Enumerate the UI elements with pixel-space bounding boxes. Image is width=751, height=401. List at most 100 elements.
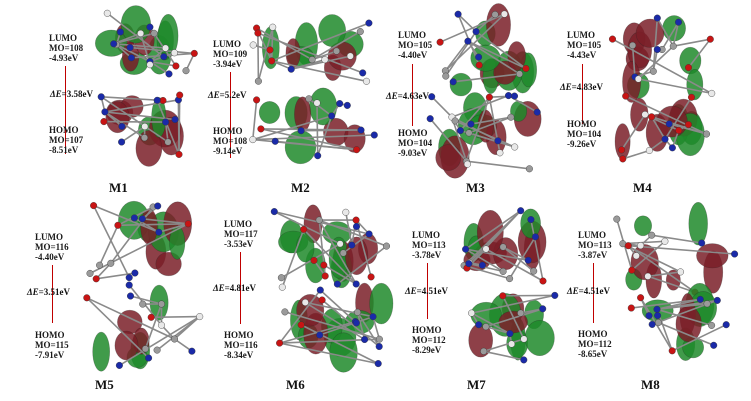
atom xyxy=(333,47,341,55)
atom xyxy=(154,202,162,210)
bond xyxy=(356,312,366,340)
orbital-lobe xyxy=(435,144,462,171)
orbital-lobe xyxy=(318,14,347,48)
atom xyxy=(482,245,490,253)
atom xyxy=(627,304,635,312)
bond xyxy=(520,308,543,314)
atom xyxy=(517,309,525,317)
atom xyxy=(496,149,504,157)
bond xyxy=(475,30,527,70)
atom xyxy=(499,267,507,275)
atom xyxy=(442,72,450,80)
atom xyxy=(165,70,173,78)
atom xyxy=(645,312,653,320)
atom xyxy=(688,93,696,101)
bond xyxy=(96,272,136,280)
bond xyxy=(625,95,707,135)
bond xyxy=(121,125,146,143)
atom xyxy=(696,295,704,303)
bond xyxy=(149,60,177,67)
bond xyxy=(151,315,200,319)
bond xyxy=(656,17,674,47)
bond xyxy=(638,78,712,95)
bond xyxy=(104,111,123,128)
atom xyxy=(184,220,192,228)
atom xyxy=(464,37,472,45)
m8-lumo-orbital xyxy=(613,202,739,299)
atom xyxy=(305,95,313,103)
bond xyxy=(467,40,527,70)
bond xyxy=(628,244,735,255)
bond xyxy=(133,217,160,233)
bond xyxy=(530,219,544,282)
bond xyxy=(372,316,381,340)
bond xyxy=(118,315,201,367)
atom xyxy=(648,231,656,239)
m8-title: M8 xyxy=(641,377,660,392)
bond xyxy=(89,223,189,275)
m2-gap-connector xyxy=(230,72,231,158)
atom xyxy=(675,18,683,26)
bond xyxy=(308,98,333,117)
bond xyxy=(451,116,469,165)
bond xyxy=(672,22,680,47)
bond xyxy=(271,22,370,62)
atom xyxy=(353,146,361,154)
m1-homo-orbital xyxy=(97,91,184,167)
atom xyxy=(170,49,178,57)
bond xyxy=(318,219,387,247)
atom xyxy=(507,113,515,121)
m7-lumo-orbital xyxy=(460,207,547,285)
atom xyxy=(641,111,649,119)
atom xyxy=(100,118,108,126)
atom xyxy=(266,46,274,54)
atom xyxy=(485,93,493,101)
bond xyxy=(444,13,505,72)
bond xyxy=(290,58,326,70)
atom xyxy=(137,29,145,37)
atom xyxy=(175,150,183,158)
orbital-lobe xyxy=(105,101,130,134)
m8-homo-orbital xyxy=(627,282,730,361)
orbital-lobe xyxy=(507,41,526,72)
bond xyxy=(316,115,333,156)
bond xyxy=(275,140,357,151)
m4-homo-orbital xyxy=(614,92,711,163)
atom xyxy=(661,237,669,245)
atom xyxy=(140,134,148,142)
bond xyxy=(463,264,510,280)
atom xyxy=(375,343,383,351)
atom xyxy=(110,40,118,48)
atom xyxy=(162,118,170,126)
atom xyxy=(713,296,721,304)
m7-gap-label: ΔE=4.51eV xyxy=(405,286,449,296)
m7-gap-connector xyxy=(427,263,428,319)
atom xyxy=(365,19,373,27)
atom xyxy=(83,294,91,302)
atom xyxy=(499,243,507,251)
bond xyxy=(95,262,112,280)
atom xyxy=(520,356,528,364)
atom xyxy=(90,202,98,210)
atom xyxy=(254,29,262,37)
atom xyxy=(454,10,462,18)
bond xyxy=(656,308,712,327)
atom xyxy=(353,222,361,230)
atom xyxy=(343,101,351,109)
m3-gap-label: ΔE=4.63eV xyxy=(386,91,430,101)
bond xyxy=(106,12,165,58)
bond xyxy=(257,32,363,74)
atom xyxy=(451,117,459,125)
orbital-lobe xyxy=(520,208,541,239)
bond xyxy=(471,312,511,335)
bond xyxy=(620,114,646,151)
atom xyxy=(160,53,168,61)
atom xyxy=(649,67,657,75)
m4-gap-label: ΔE=4.83eV xyxy=(560,82,604,92)
